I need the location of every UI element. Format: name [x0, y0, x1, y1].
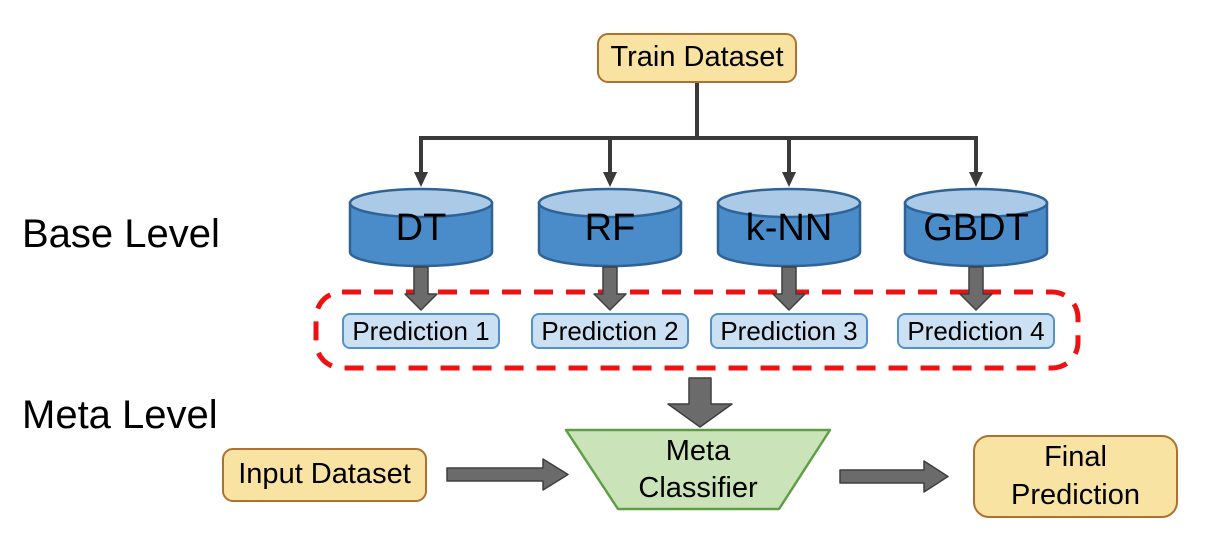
- prediction-node-3: Prediction 3: [710, 313, 868, 349]
- train-to-models-connector: [419, 83, 978, 173]
- predictions-to-meta-arrow-icon: [667, 377, 733, 428]
- final-prediction-label-line2: Prediction: [1011, 478, 1140, 511]
- base-model-label-rf: RF: [584, 207, 636, 249]
- cylinder-body: [348, 201, 494, 268]
- cylinder-body: [716, 201, 862, 268]
- train-dataset-node: Train Dataset: [597, 33, 797, 83]
- connector-arrowheads: [414, 172, 983, 187]
- cylinder-top: [537, 187, 683, 219]
- cylinder-rf: [537, 187, 683, 268]
- meta-classifier-trapezoid: [564, 428, 832, 511]
- arrowhead-icon: [414, 172, 428, 187]
- cylinder-gbdt: [903, 187, 1049, 268]
- prediction-node-1: Prediction 1: [342, 313, 500, 349]
- arrowhead-icon: [969, 172, 983, 187]
- input-to-meta-arrow-icon: [446, 458, 569, 491]
- down-arrow-icon: [772, 266, 806, 311]
- base-level-label: Base Level: [22, 212, 220, 256]
- cylinder-top: [903, 187, 1049, 219]
- meta-classifier-label-line1: Meta: [665, 435, 731, 467]
- arrowhead-icon: [782, 172, 796, 187]
- model-to-prediction-arrows: [404, 266, 993, 311]
- down-arrow-icon: [404, 266, 438, 311]
- base-model-label-gbdt: GBDT: [923, 207, 1029, 249]
- down-arrow-icon: [593, 266, 627, 311]
- cylinder-dt: [348, 187, 494, 268]
- cylinder-top: [348, 187, 494, 219]
- cylinder-body: [903, 201, 1049, 268]
- cylinder-body: [537, 201, 683, 268]
- cylinder-top: [716, 187, 862, 219]
- prediction-node-4: Prediction 4: [897, 313, 1055, 349]
- prediction-node-2: Prediction 2: [531, 313, 689, 349]
- cylinder-knn: [716, 187, 862, 268]
- meta-level-label: Meta Level: [22, 393, 218, 437]
- down-arrow-icon: [959, 266, 993, 311]
- meta-classifier-label: Meta Classifier: [588, 433, 808, 507]
- base-model-label-dt: DT: [395, 207, 447, 249]
- base-model-label-knn: k-NN: [745, 207, 833, 249]
- final-prediction-label-line1: Final: [1044, 440, 1107, 473]
- meta-to-final-arrow-icon: [839, 460, 949, 493]
- input-dataset-node: Input Dataset: [222, 448, 427, 502]
- final-prediction-node: Final Prediction: [973, 435, 1178, 518]
- meta-classifier-label-line2: Classifier: [638, 472, 758, 504]
- base-model-cylinders: [348, 187, 1049, 268]
- predictions-group-dashed-box: [313, 289, 1081, 371]
- arrowhead-icon: [603, 172, 617, 187]
